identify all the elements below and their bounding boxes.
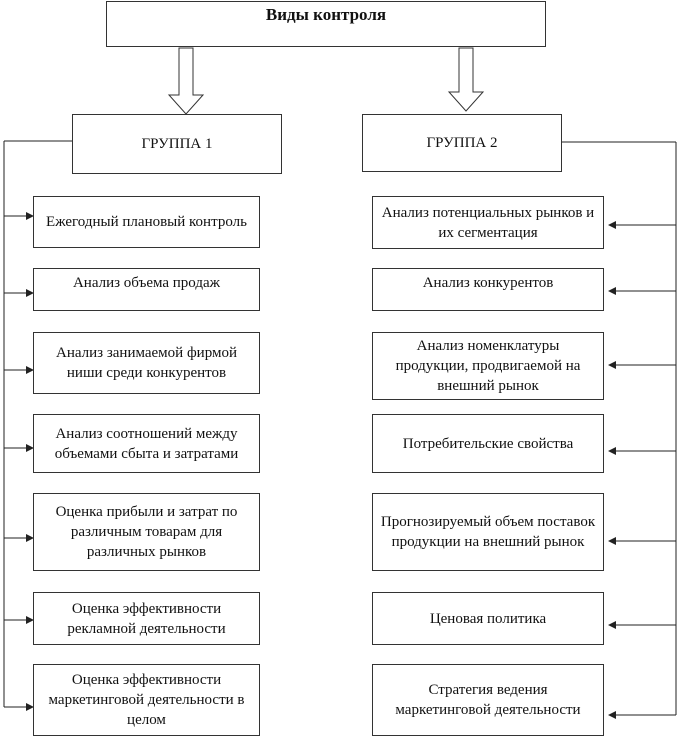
- group-1-header: ГРУППА 1: [72, 114, 282, 174]
- group-2-item: Прогнозируемый объем поставок продукции …: [372, 493, 604, 571]
- group-1-item: Анализ занимаемой фирмой ниши среди конк…: [33, 332, 260, 394]
- group-1-label: ГРУППА 1: [141, 136, 213, 152]
- arrow-to-group-2: [447, 47, 485, 112]
- title-box: Виды контроля: [106, 1, 546, 47]
- group-2-item: Анализ потенциальных рынков и их сегмент…: [372, 196, 604, 249]
- group-2-item: Анализ конкурентов: [372, 268, 604, 311]
- group-1-item: Анализ объема продаж: [33, 268, 260, 311]
- group-1-item: Анализ соотношений между объемами сбыта …: [33, 414, 260, 473]
- group-1-item: Оценка прибыли и затрат по различным тов…: [33, 493, 260, 571]
- group-1-item: Оценка эффективности маркетинговой деяте…: [33, 664, 260, 736]
- group-2-item: Анализ номенклатуры продукции, продвигае…: [372, 332, 604, 400]
- arrow-to-group-1: [167, 47, 205, 115]
- group-2-header: ГРУППА 2: [362, 114, 562, 172]
- group-1-item: Оценка эффективности рекламной деятельно…: [33, 592, 260, 645]
- title-text: Виды контроля: [265, 5, 387, 24]
- group-2-item: Потребительские свойства: [372, 414, 604, 473]
- group-1-item: Ежегодный плановый контроль: [33, 196, 260, 248]
- group-2-item: Стратегия ведения маркетинговой деятельн…: [372, 664, 604, 736]
- group-2-label: ГРУППА 2: [426, 135, 498, 151]
- group-2-item: Ценовая политика: [372, 592, 604, 645]
